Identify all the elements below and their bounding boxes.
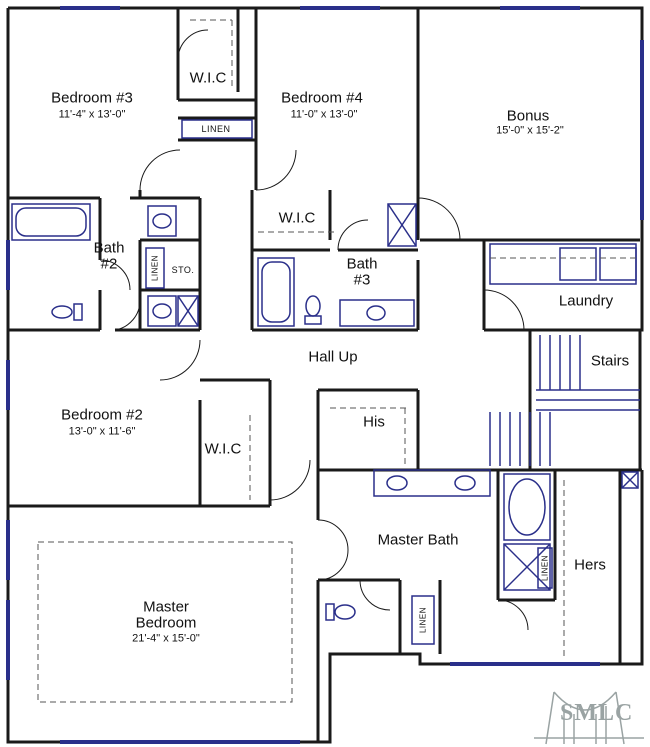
- hers-label: Hers: [574, 556, 606, 574]
- sto-label: STO.: [171, 265, 195, 275]
- wic-bed2-label: W.I.C: [204, 440, 242, 458]
- wic-top-label: W.I.C: [189, 69, 227, 87]
- walls: [6, 6, 644, 744]
- linen-master-shower-label: LINEN: [540, 554, 550, 582]
- linen-master-label: LINEN: [418, 606, 428, 634]
- bedroom2-label: Bedroom #2: [61, 406, 143, 424]
- master-bedroom-label-line1: Master: [143, 598, 189, 616]
- bath3-label-line2: #3: [353, 271, 371, 289]
- bedroom3-dims: 11'-4" x 13'-0": [58, 108, 126, 121]
- bath2-label-line2: #2: [100, 255, 118, 273]
- linen-top-label: LINEN: [201, 124, 231, 134]
- bedroom2-dims: 13'-0" x 11'-6": [68, 425, 136, 438]
- master-bedroom-dims: 21'-4" x 15'-0": [132, 632, 200, 645]
- laundry-label: Laundry: [558, 292, 614, 310]
- his-label: His: [363, 413, 385, 431]
- smlc-logo-text: SMLC: [560, 700, 634, 726]
- bedroom4-dims: 11'-0" x 13'-0": [290, 108, 358, 121]
- fixtures: [6, 6, 644, 744]
- hall-label: Hall Up: [308, 348, 358, 366]
- bonus-dims: 15'-0" x 15'-2": [496, 124, 564, 137]
- stairs-label: Stairs: [590, 352, 630, 370]
- dashed-lines: [37, 19, 636, 703]
- bath3-label-line1: Bath: [346, 255, 378, 273]
- wic-bath3-label: W.I.C: [278, 209, 316, 227]
- bath2-label-line1: Bath: [93, 239, 125, 257]
- bedroom3-label: Bedroom #3: [51, 89, 133, 107]
- door-swings: [99, 29, 529, 631]
- bedroom4-label: Bedroom #4: [281, 89, 363, 107]
- master-bath-label: Master Bath: [377, 531, 459, 549]
- master-bedroom-label-line2: Bedroom: [135, 614, 197, 632]
- bonus-label: Bonus: [506, 107, 550, 125]
- linen-bath2-label: LINEN: [150, 254, 160, 282]
- smlc-logo: [534, 691, 644, 745]
